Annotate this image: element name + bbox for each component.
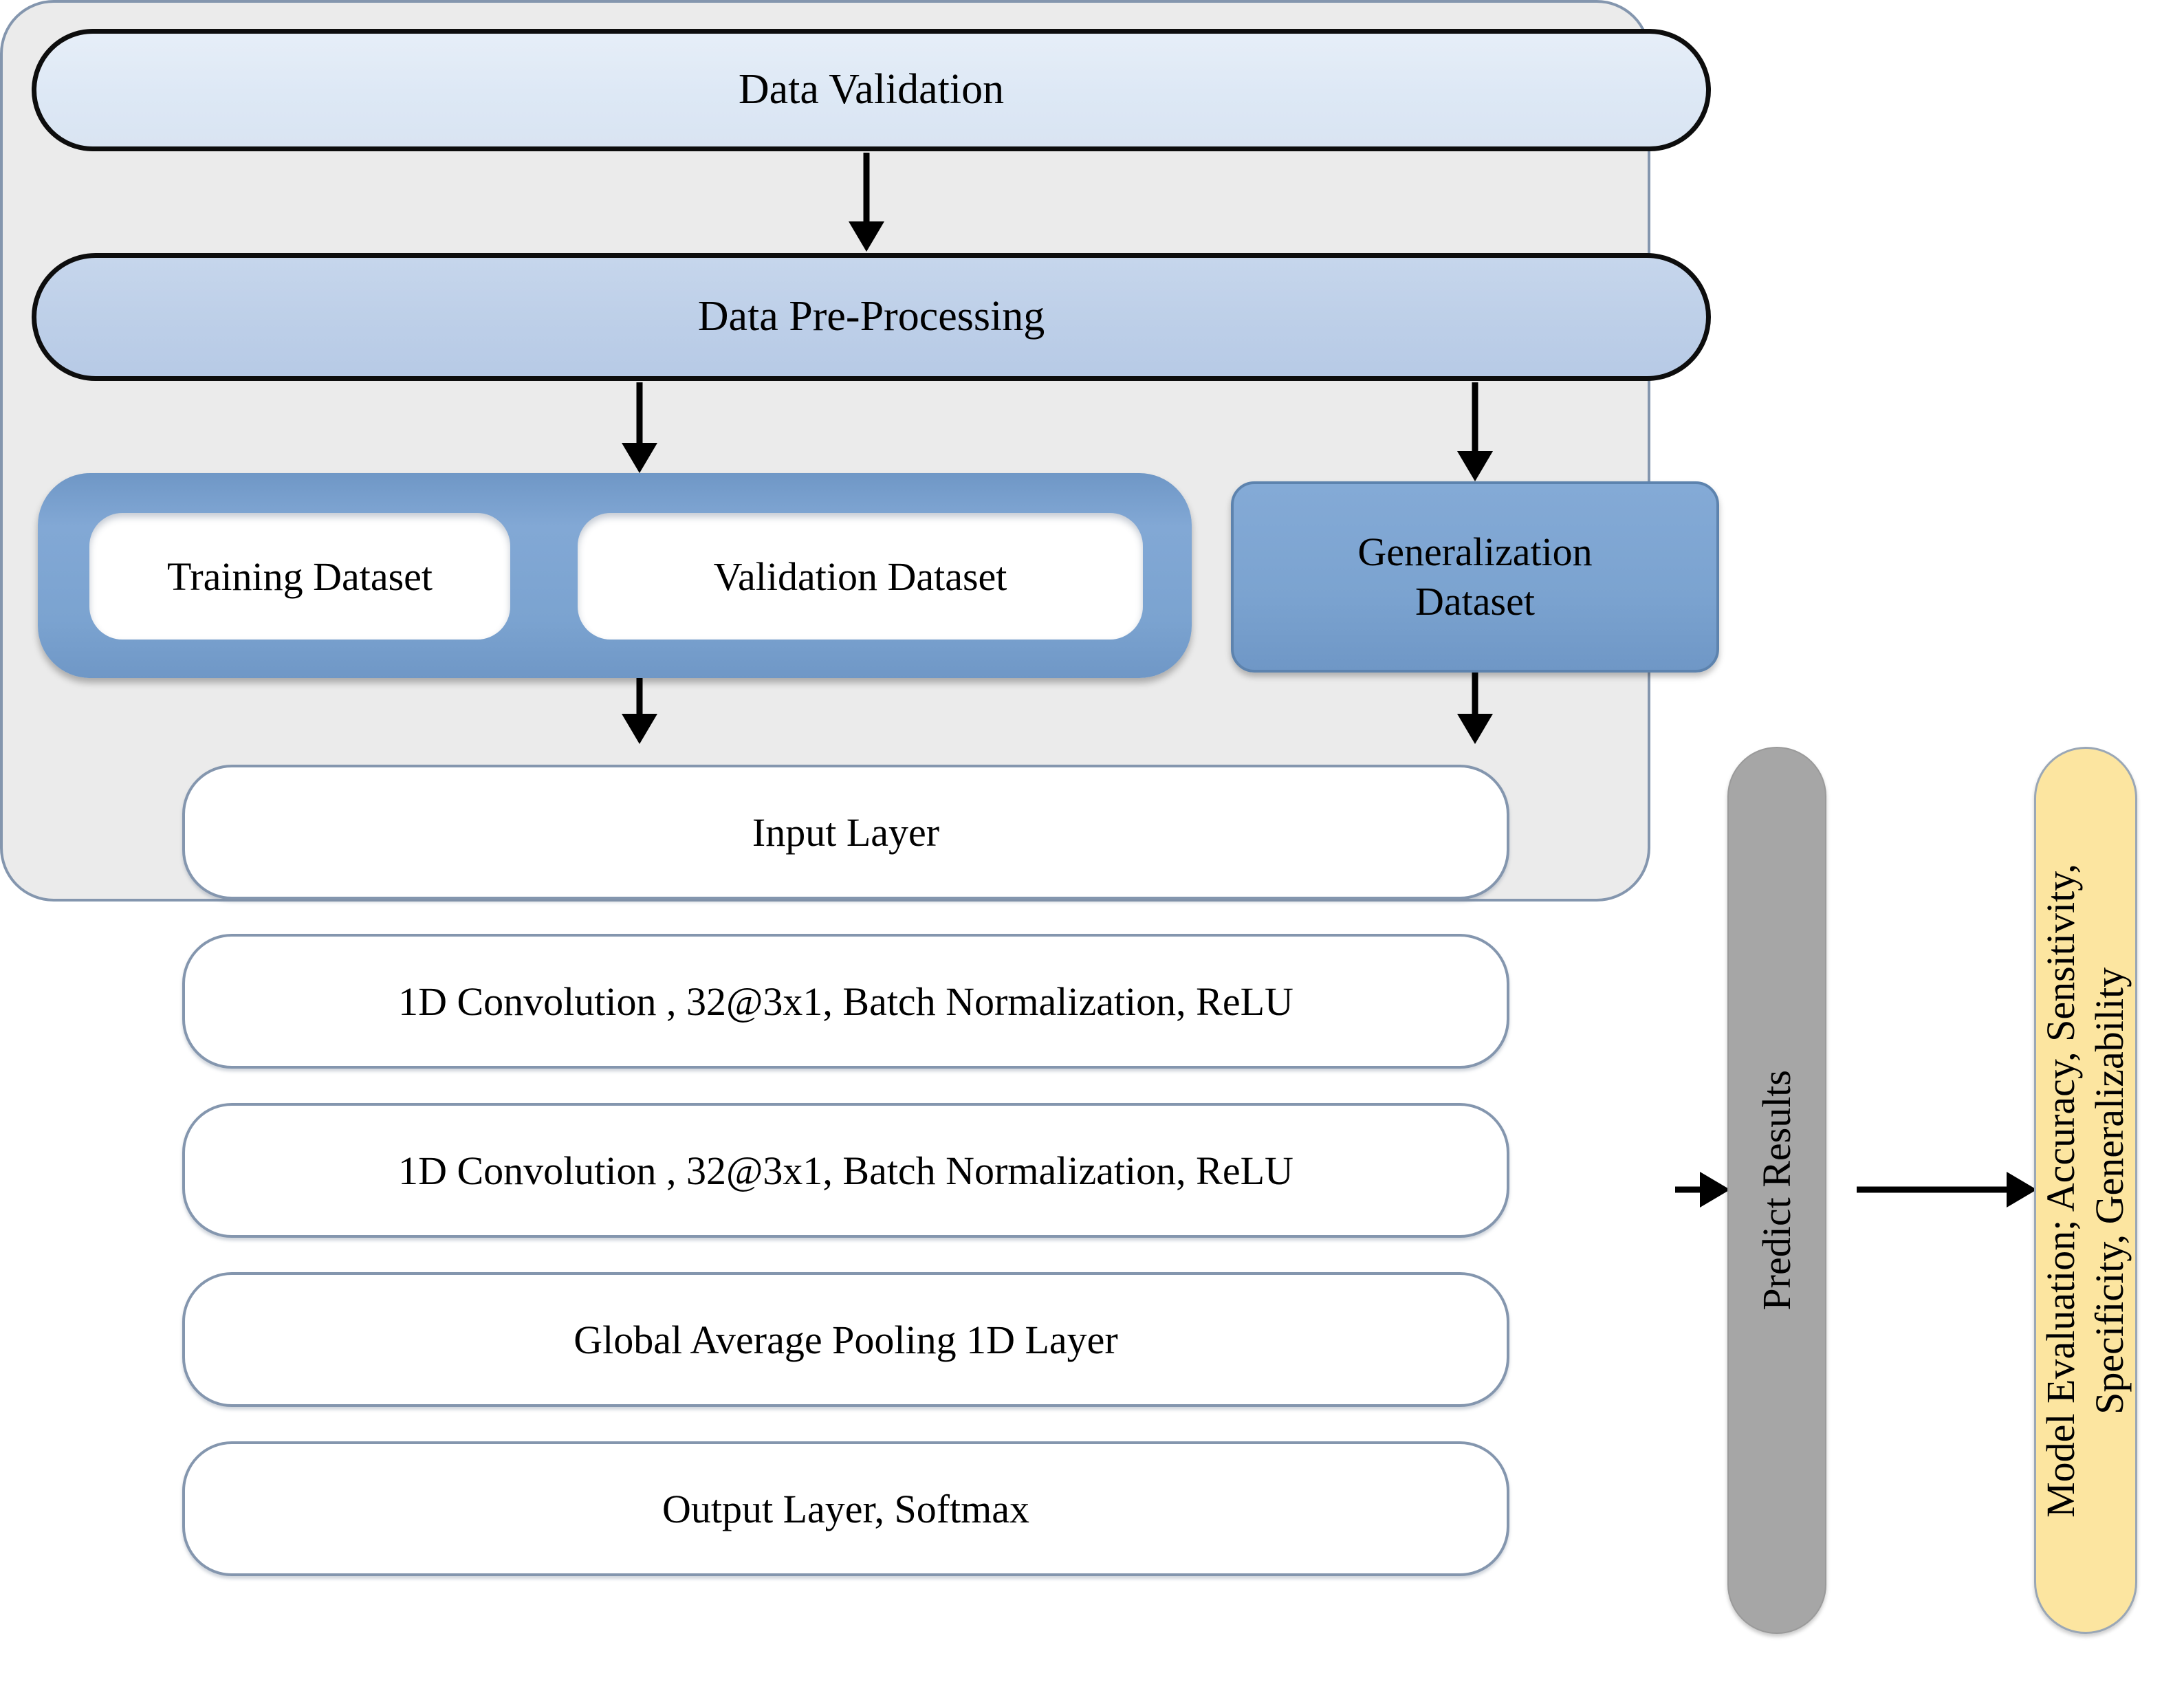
arrow-preprocessing-to-generalization [1454,382,1496,481]
arrow-shaft [636,382,643,443]
data-validation-node[interactable]: Data Validation [32,29,1711,151]
cnn-layer-global-average-pooling[interactable]: Global Average Pooling 1D Layer [182,1272,1509,1407]
arrow-shaft [863,153,870,221]
model-evaluation-label: Model Evaluation; Accuracy, Sensitivity,… [2038,863,2132,1518]
arrow-head [2007,1172,2037,1208]
generalization-dataset-label-line2: Dataset [1415,579,1535,624]
arrow-head [1457,714,1493,744]
arrow-datasets-to-cnn [619,678,660,744]
arrow-head [1700,1172,1730,1208]
arrow-shaft [1472,382,1478,451]
arrow-head [849,221,884,252]
predict-results-label: Predict Results [1754,1070,1799,1311]
cnn-layer-output-softmax[interactable]: Output Layer, Softmax [182,1441,1509,1576]
data-preprocessing-node[interactable]: Data Pre-Processing [32,253,1711,381]
cnn-layer-input[interactable]: Input Layer [182,765,1509,899]
arrow-head [1457,451,1493,481]
arrow-shaft [1675,1186,1708,1193]
generalization-dataset-node[interactable]: Generalization Dataset [1231,481,1719,673]
arrow-head [622,443,657,473]
arrow-head [622,714,657,744]
predict-results-node[interactable]: Predict Results [1727,747,1826,1634]
arrow-generalization-to-cnn [1454,673,1496,744]
validation-dataset-node[interactable]: Validation Dataset [578,513,1143,640]
arrow-cnn-to-predict [1675,1169,1730,1210]
arrow-preprocessing-to-datasets [619,382,660,473]
model-evaluation-node[interactable]: Model Evaluation; Accuracy, Sensitivity,… [2034,747,2137,1634]
arrow-shaft [1857,1186,2013,1193]
arrow-shaft [1472,673,1478,714]
cnn-layer-conv1[interactable]: 1D Convolution , 32@3x1, Batch Normaliza… [182,934,1509,1069]
arrow-shaft [636,678,643,714]
arrow-predict-to-evaluation [1857,1169,2037,1210]
arrow-validation-to-preprocessing [846,153,887,252]
cnn-layer-conv2[interactable]: 1D Convolution , 32@3x1, Batch Normaliza… [182,1103,1509,1238]
training-dataset-node[interactable]: Training Dataset [89,513,510,640]
generalization-dataset-label-line1: Generalization [1357,529,1593,574]
